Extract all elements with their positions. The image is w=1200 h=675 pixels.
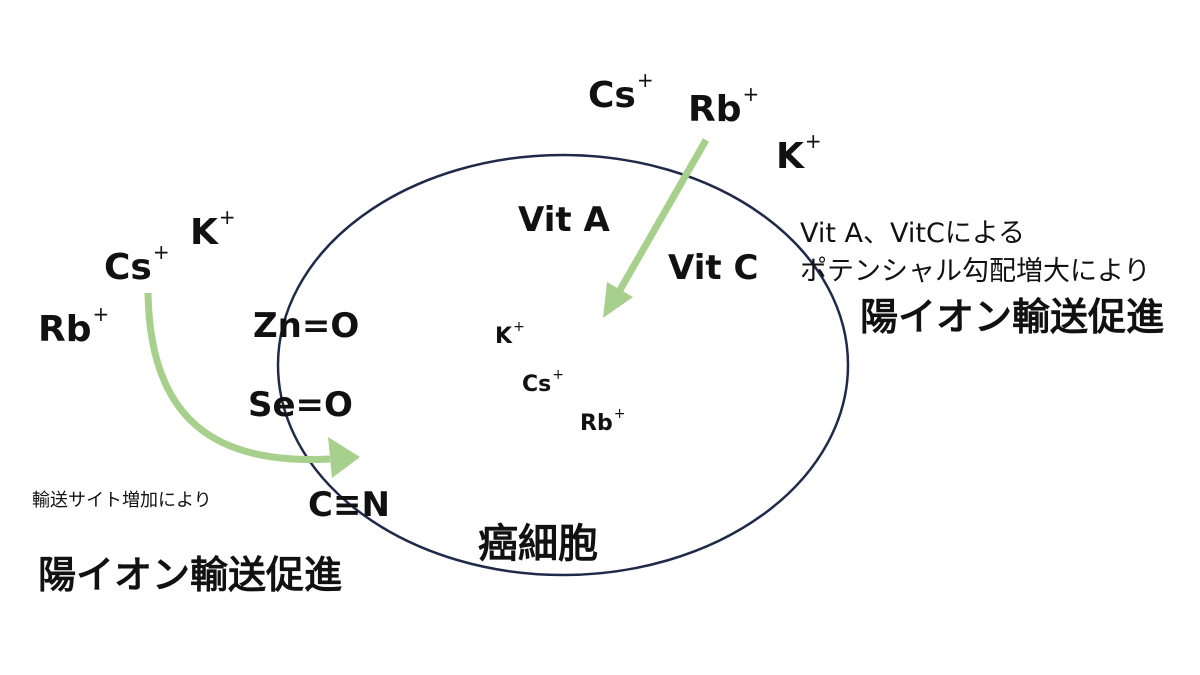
left-note-line2: 陽イオン輸送促進 <box>38 553 343 597</box>
right-note-line3: 陽イオン輸送促進 <box>860 295 1165 339</box>
left-note-line1: 輸送サイト増加により <box>32 490 212 511</box>
entry-arrow-left-head <box>328 437 360 478</box>
vitamin-a-label: Vit A <box>518 200 610 240</box>
molecule-c-n: C≡N <box>308 485 390 525</box>
entry-arrow-top <box>616 138 710 292</box>
entry-arrow-top-head <box>603 282 633 318</box>
ion-k-outside-left: K+ <box>190 205 236 253</box>
cancer-cell-label: 癌細胞 <box>478 521 598 567</box>
right-note-line1: Vit A、VitCによる <box>800 218 1026 249</box>
ion-rb-outside-left: Rb+ <box>38 302 110 350</box>
ion-cs-outside-top: Cs+ <box>588 68 654 116</box>
ion-cs-inside: Cs+ <box>522 367 564 397</box>
cancer-cell-membrane <box>276 153 850 577</box>
ion-k-inside: K+ <box>495 319 525 349</box>
right-note-line2: ポテンシャル勾配増大により <box>800 256 1151 287</box>
vitamin-c-label: Vit C <box>668 248 759 288</box>
entry-arrow-left <box>144 292 331 464</box>
molecule-zn-o: Zn=O <box>253 306 360 346</box>
ion-rb-inside: Rb+ <box>580 406 626 436</box>
ion-cs-outside-left: Cs+ <box>104 240 170 288</box>
molecule-se-o: Se=O <box>248 385 353 425</box>
ion-k-outside-top: K+ <box>776 129 822 177</box>
ion-rb-outside-top: Rb+ <box>688 82 760 130</box>
